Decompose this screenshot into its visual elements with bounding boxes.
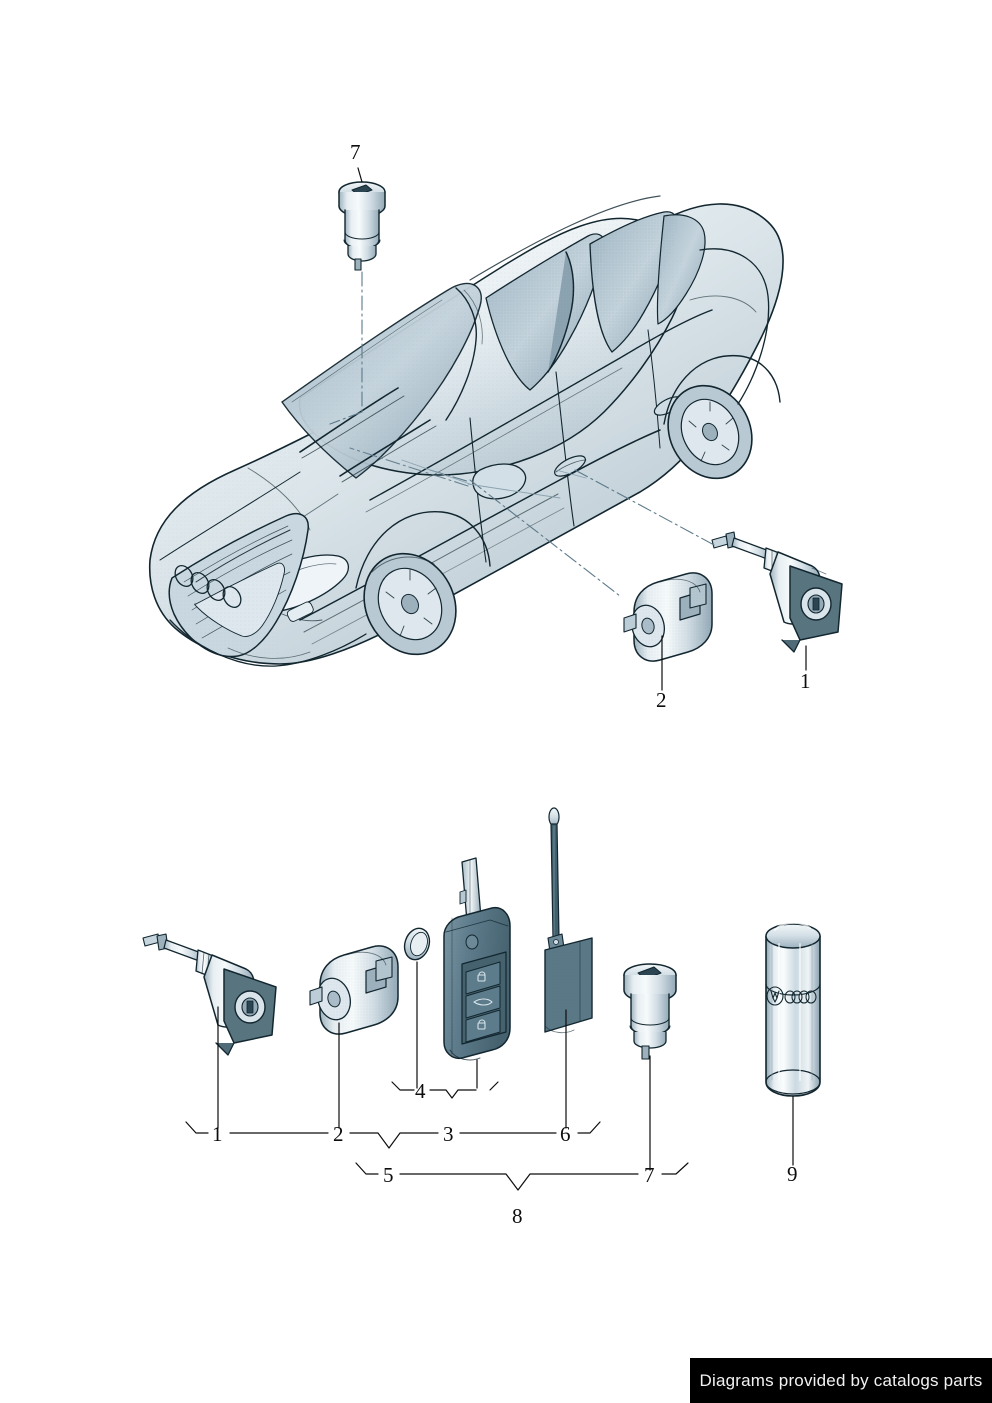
bracket-1-2-3-6 [185, 1121, 601, 1149]
bracket-4-3 [391, 1081, 499, 1099]
callout-stems-top [357, 167, 807, 691]
callout-label-top-1: 1 [800, 669, 811, 693]
part-label-8: 8 [512, 1204, 523, 1228]
watermark-banner: Diagrams provided by catalogs parts [690, 1358, 992, 1403]
part-2-lock-cylinder-housing-top [623, 572, 713, 662]
part-1-exploded [142, 933, 277, 1056]
part-9-exploded [765, 922, 821, 1097]
callout-label-top-7: 7 [350, 140, 361, 164]
front-wheel [363, 552, 457, 656]
part-label-3: 3 [443, 1122, 454, 1146]
callout-label-top-2: 2 [656, 688, 667, 712]
part-6-exploded [544, 807, 593, 1034]
part-label-2: 2 [333, 1122, 344, 1146]
rear-wheel [667, 384, 753, 480]
bracket-5-7 [355, 1162, 689, 1191]
audi-rings-on-can [784, 990, 817, 1004]
part-label-9: 9 [787, 1162, 798, 1186]
part-label-5: 5 [383, 1163, 394, 1187]
part-2-exploded [309, 945, 399, 1035]
part-3-exploded [443, 857, 511, 1061]
leader-thin-guides [401, 459, 587, 499]
callout-stems-bottom [217, 961, 794, 1171]
part-7-ignition-lock-cylinder-top [338, 181, 386, 271]
part-label-1: 1 [212, 1122, 223, 1146]
vw-logo-on-can [766, 986, 784, 1006]
key-button-glyphs [473, 971, 493, 1030]
part-4-exploded [403, 927, 431, 961]
part-label-4: 4 [415, 1079, 426, 1103]
part-label-7: 7 [644, 1163, 655, 1187]
part-7-exploded [623, 963, 677, 1060]
vehicle-illustration [148, 195, 784, 667]
part-label-6: 6 [560, 1122, 571, 1146]
part-1-door-lock-cylinder-top [711, 531, 843, 653]
watermark-text: Diagrams provided by catalogs parts [699, 1370, 983, 1390]
